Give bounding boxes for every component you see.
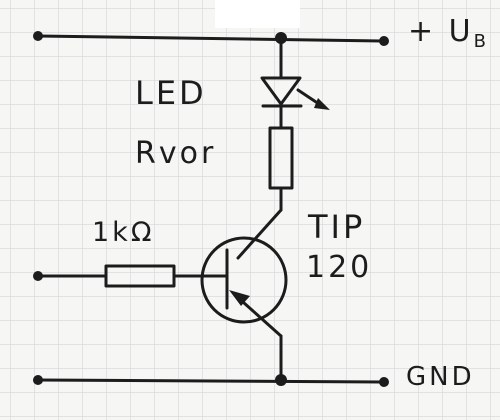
transistor-label-line2: 120 (306, 250, 373, 285)
supply-label-text: + U (408, 14, 474, 49)
led-label: LED (135, 74, 207, 112)
ground-label: GND (406, 362, 475, 392)
ground-junction-dot (275, 374, 287, 386)
led-diode-symbol (260, 76, 302, 106)
ground-terminal-right (379, 377, 389, 387)
led-arrow-head-icon (314, 98, 330, 110)
base-input-terminal (33, 271, 43, 281)
ground-rail-wire (36, 378, 388, 384)
supply-label: + UB (408, 14, 489, 52)
ground-terminal-left (33, 375, 43, 385)
collector-lead (236, 208, 283, 260)
emitter-arrow-icon (229, 290, 250, 306)
supply-label-subscript: B (473, 31, 489, 52)
transistor-envelope (200, 236, 288, 324)
supply-terminal-right (379, 36, 389, 46)
rvor-label: Rvor (135, 136, 217, 171)
paper-blank-patch (215, 0, 300, 28)
supply-junction-dot (275, 32, 287, 44)
base-resistor-label: 1kΩ (92, 217, 155, 248)
supply-terminal-left (33, 31, 43, 41)
supply-rail-wire (36, 34, 388, 43)
transistor-label-line1: TIP (308, 208, 366, 246)
